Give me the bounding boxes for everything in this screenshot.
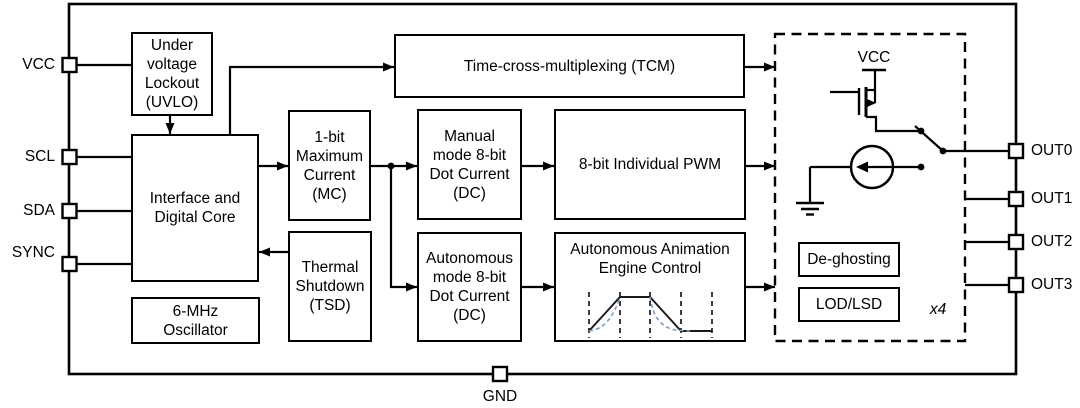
pmos-transistor-icon [830, 68, 921, 133]
pin-square-out1 [1007, 190, 1025, 208]
pin-label-sda: SDA [23, 202, 55, 219]
switch-icon [914, 125, 947, 171]
pin-label-gnd: GND [482, 388, 518, 405]
block-oscillator: 6-MHz Oscillator [131, 297, 260, 344]
current-source-icon [808, 144, 921, 202]
pin-square-gnd [491, 365, 509, 383]
output-stage-multiplier-label: x4 [929, 301, 947, 318]
pin-square-sync [61, 255, 78, 273]
pin-label-out0: OUT0 [1031, 142, 1073, 159]
pin-label-scl: SCL [24, 148, 55, 165]
block-deghosting: De-ghosting [798, 242, 900, 277]
pin-square-sda [61, 202, 78, 220]
pin-label-out3: OUT3 [1031, 276, 1073, 293]
block-maximum-current: 1-bit Maximum Current (MC) [288, 110, 371, 221]
output-stage-vcc-label: VCC [857, 49, 891, 66]
pin-square-out0 [1007, 142, 1025, 160]
ground-icon [796, 201, 824, 216]
pin-label-vcc: VCC [22, 56, 55, 73]
block-tcm: Time-cross-multiplexing (TCM) [394, 34, 745, 98]
pin-label-out2: OUT2 [1031, 233, 1073, 250]
block-individual-pwm: 8-bit Individual PWM [554, 109, 746, 220]
block-thermal-shutdown: Thermal Shutdown (TSD) [288, 231, 372, 342]
pin-square-vcc [61, 56, 78, 74]
pin-label-sync: SYNC [11, 244, 55, 261]
block-uvlo: Under voltage Lockout (UVLO) [131, 32, 213, 116]
pin-square-out2 [1007, 233, 1025, 251]
block-animation-engine: Autonomous Animation Engine Control [554, 232, 746, 342]
block-lod-lsd: LOD/LSD [798, 287, 900, 322]
block-autonomous-dot-current: Autonomous mode 8-bit Dot Current (DC) [417, 232, 522, 342]
pin-square-out3 [1007, 276, 1025, 294]
block-interface-digital-core: Interface and Digital Core [131, 134, 259, 282]
pin-label-out1: OUT1 [1031, 190, 1073, 207]
pin-square-scl [61, 148, 78, 166]
junction-dot [387, 162, 395, 170]
block-manual-dot-current: Manual mode 8-bit Dot Current (DC) [417, 109, 522, 220]
